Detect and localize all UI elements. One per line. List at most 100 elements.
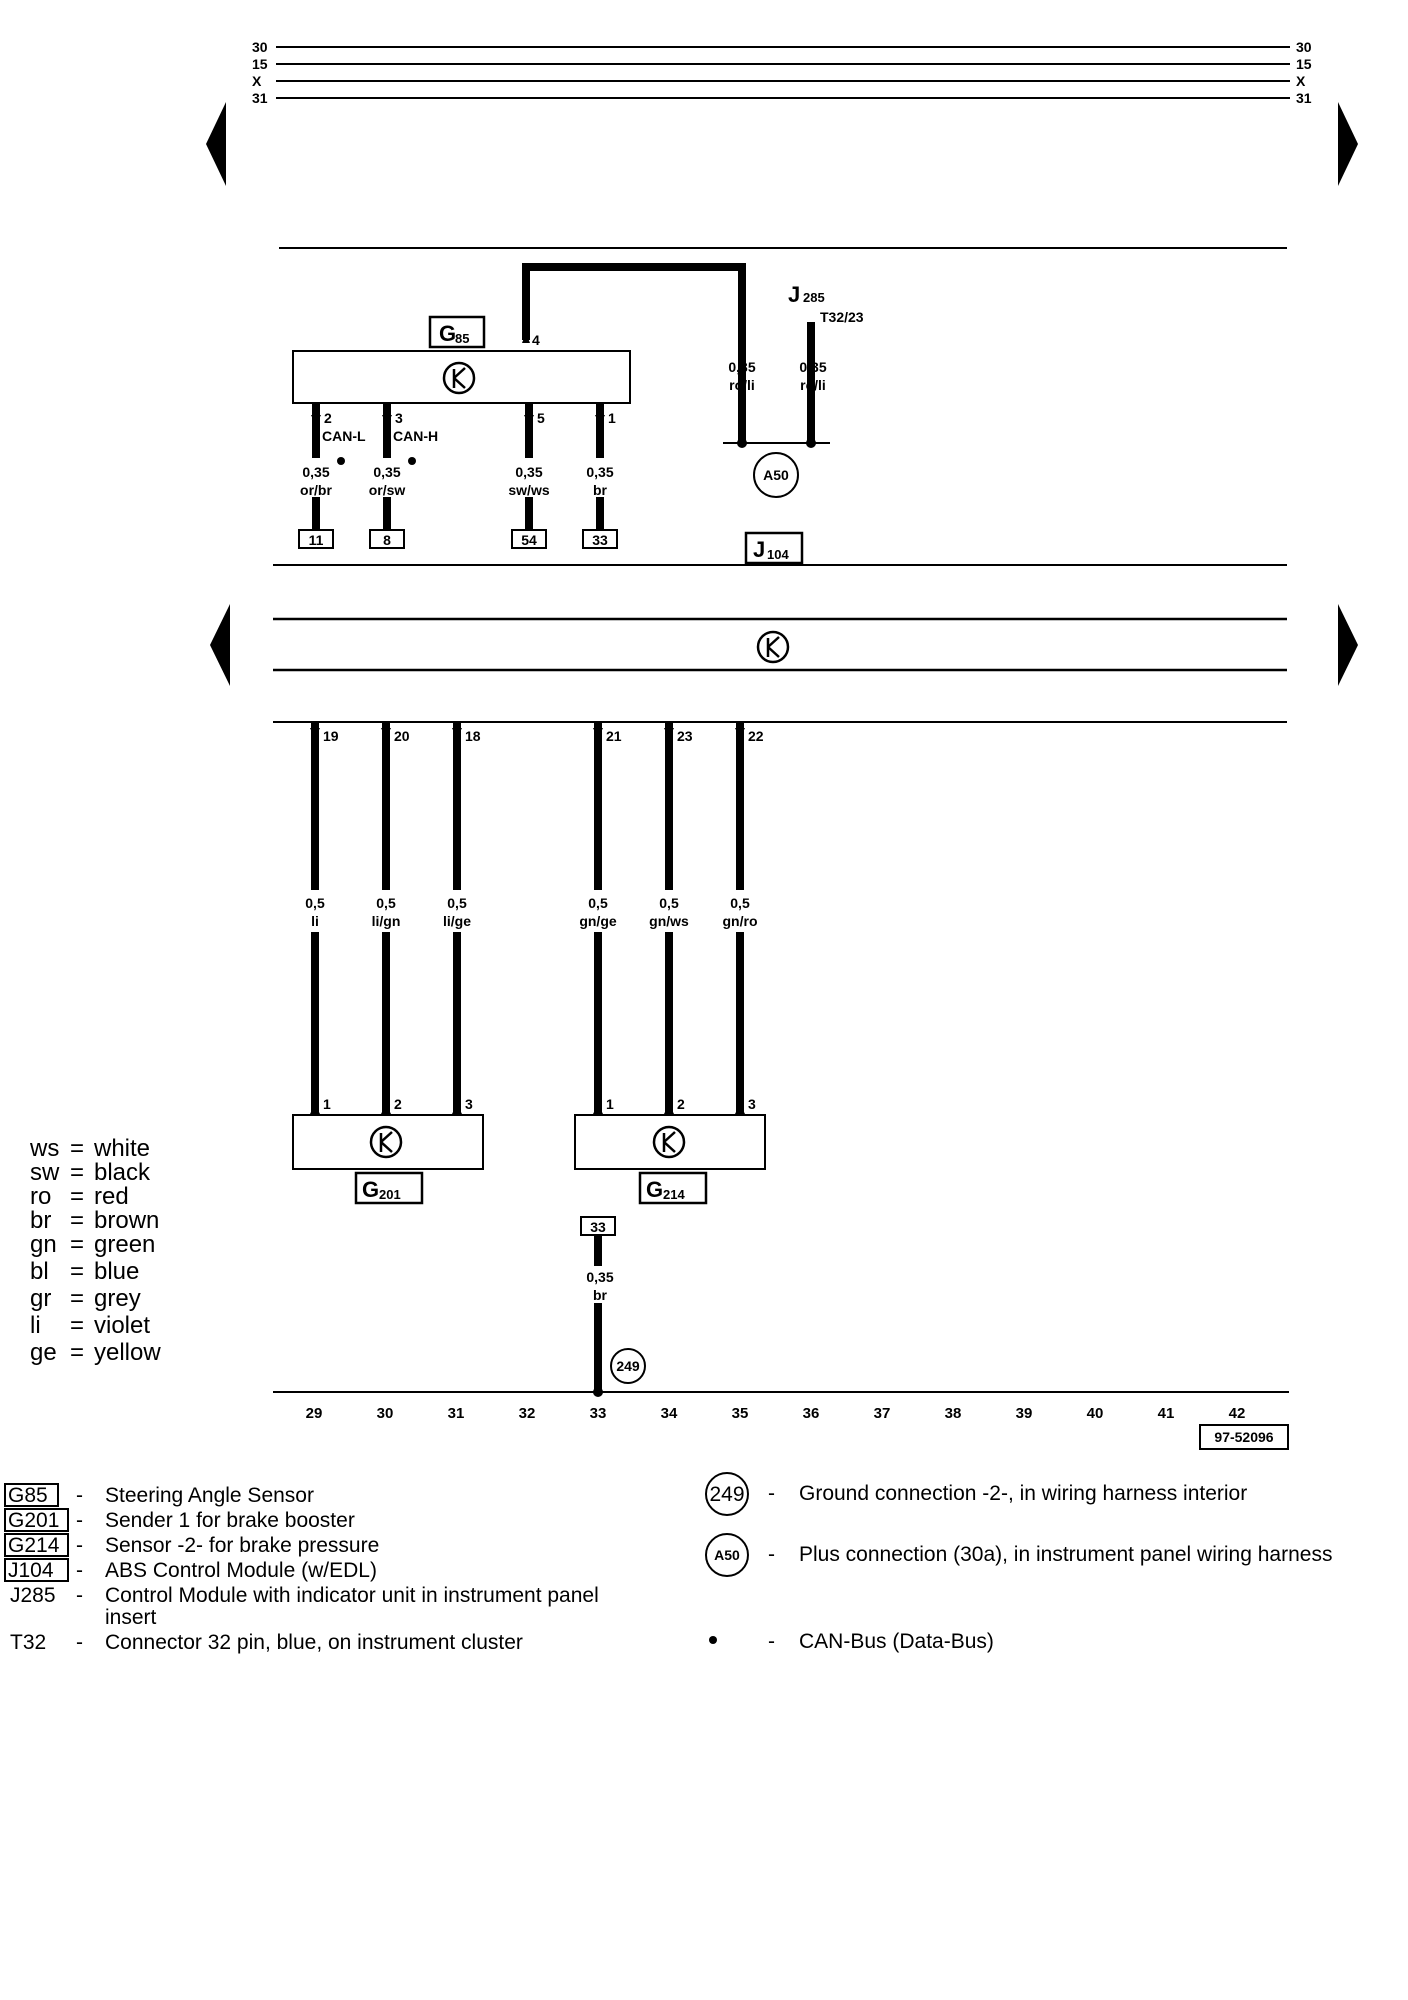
- plus-connection-icon: [705, 1533, 749, 1577]
- g201-code: G: [362, 1177, 379, 1202]
- j104-pin: 18: [465, 728, 481, 744]
- continue-right-arrow-top: [1338, 102, 1358, 186]
- j104-code: J: [753, 537, 765, 562]
- legend-symbol: 249: [709, 1483, 744, 1506]
- legend-code: G201: [8, 1509, 59, 1532]
- column-number: 39: [1016, 1405, 1033, 1422]
- rail-label-15-left: 15: [252, 56, 268, 72]
- color-code: ro: [30, 1183, 51, 1210]
- legend-dash: -: [76, 1559, 83, 1582]
- wire-color: br: [593, 482, 608, 498]
- legend-desc: Steering Angle Sensor: [105, 1484, 314, 1507]
- g214-sub: 214: [663, 1187, 685, 1202]
- sensor-pin: 3: [748, 1096, 756, 1112]
- legend-code-box: [4, 1533, 69, 1557]
- legend-dash: -: [76, 1484, 83, 1507]
- g85-pin-2: 2: [324, 410, 332, 426]
- color-eq: =: [70, 1258, 84, 1285]
- junction-dot: [806, 438, 816, 448]
- legend-desc: Sender 1 for brake booster: [105, 1509, 355, 1532]
- j104-sub: 104: [767, 547, 789, 562]
- terminal-boxes-upper: [298, 529, 618, 549]
- a50-connection-symbol: [753, 452, 799, 498]
- column-numbers: 29 30 31 32 33 34 35 36 37 38 39 40 41 4…: [306, 1405, 1246, 1422]
- j285-code: J: [788, 282, 800, 307]
- color-code: ge: [30, 1339, 57, 1366]
- wire-size: 0,5: [376, 895, 396, 911]
- terminal-number: 8: [383, 532, 391, 548]
- wire-size: 0,35: [728, 359, 755, 375]
- g201-sub: 201: [379, 1187, 401, 1202]
- wire-color: li/ge: [443, 913, 471, 929]
- column-number: 37: [874, 1405, 891, 1422]
- legend-desc: Connector 32 pin, blue, on instrument cl…: [105, 1631, 523, 1654]
- legend-code-box: [4, 1483, 59, 1507]
- drawing-number-box: [1199, 1424, 1289, 1450]
- junction-dot: [737, 438, 747, 448]
- ground-249-label: 249: [616, 1358, 640, 1374]
- g85-code: G: [439, 321, 456, 346]
- terminal-number: 33: [590, 1219, 606, 1235]
- color-eq: =: [70, 1339, 84, 1366]
- j104-pin: 19: [323, 728, 339, 744]
- legend-desc: Sensor -2- for brake pressure: [105, 1534, 379, 1557]
- wire-color: gn/ws: [649, 913, 689, 929]
- color-name: blue: [94, 1258, 139, 1285]
- can-high-label: CAN-H: [393, 428, 438, 444]
- wire-color: sw/ws: [508, 482, 549, 498]
- legend-code: T32: [10, 1631, 46, 1654]
- sensor-pin: 1: [323, 1096, 331, 1112]
- column-number: 33: [590, 1405, 607, 1422]
- color-eq: =: [70, 1312, 84, 1339]
- ground-249-symbol: [610, 1348, 646, 1384]
- rail-label-x-right: X: [1296, 73, 1306, 89]
- drawing-number: 97-52096: [1214, 1429, 1273, 1445]
- wire-size: 0,35: [586, 1269, 613, 1285]
- wire-size: 0,35: [302, 464, 329, 480]
- color-code-key: ws = white sw = black ro = red br = brow…: [29, 1135, 161, 1366]
- wire-color: gn/ge: [579, 913, 617, 929]
- color-name: black: [94, 1159, 151, 1186]
- color-eq: =: [70, 1231, 84, 1258]
- sensor-pin: 2: [394, 1096, 402, 1112]
- g85-sub: 85: [455, 331, 469, 346]
- wire-size: 0,5: [305, 895, 325, 911]
- electronic-symbol-icon: [369, 1125, 403, 1159]
- color-code: li: [30, 1312, 41, 1339]
- wire-size: 0,5: [730, 895, 750, 911]
- j104-pin: 23: [677, 728, 693, 744]
- color-eq: =: [70, 1135, 84, 1162]
- color-code: br: [30, 1207, 51, 1234]
- symbol-legend: 249 - Ground connection -2-, in wiring h…: [705, 1472, 1332, 1653]
- color-name: red: [94, 1183, 129, 1210]
- legend-dash: -: [768, 1482, 775, 1505]
- sensor-pin: 1: [606, 1096, 614, 1112]
- color-name: violet: [94, 1312, 150, 1339]
- legend-dash: -: [768, 1543, 775, 1566]
- g85-label-box: [428, 315, 486, 349]
- column-number: 38: [945, 1405, 962, 1422]
- g85-lower-wires: [312, 403, 604, 530]
- wire-size: 0,5: [588, 895, 608, 911]
- terminal-number: 54: [521, 532, 537, 548]
- j104-pin: 22: [748, 728, 764, 744]
- rail-label-15-right: 15: [1296, 56, 1312, 72]
- color-name: brown: [94, 1207, 159, 1234]
- color-eq: =: [70, 1159, 84, 1186]
- legend-dash: -: [76, 1534, 83, 1557]
- wire-color: li/gn: [372, 913, 401, 929]
- continue-left-arrow-mid: [210, 604, 230, 686]
- g85-pin-1: 1: [608, 410, 616, 426]
- legend-code-box: [4, 1508, 69, 1532]
- legend-desc: CAN-Bus (Data-Bus): [799, 1630, 994, 1653]
- legend-symbol: A50: [714, 1547, 740, 1563]
- wire-color: li: [311, 913, 319, 929]
- color-code: gr: [30, 1285, 51, 1312]
- g85-pin-5: 5: [537, 410, 545, 426]
- legend-desc: ABS Control Module (w/EDL): [105, 1559, 377, 1582]
- rail-label-30-right: 30: [1296, 39, 1312, 55]
- terminal-number: 11: [309, 532, 324, 548]
- legend-dash: -: [76, 1584, 83, 1607]
- j104-label-box: [744, 531, 804, 565]
- legend-code: J285: [10, 1584, 56, 1607]
